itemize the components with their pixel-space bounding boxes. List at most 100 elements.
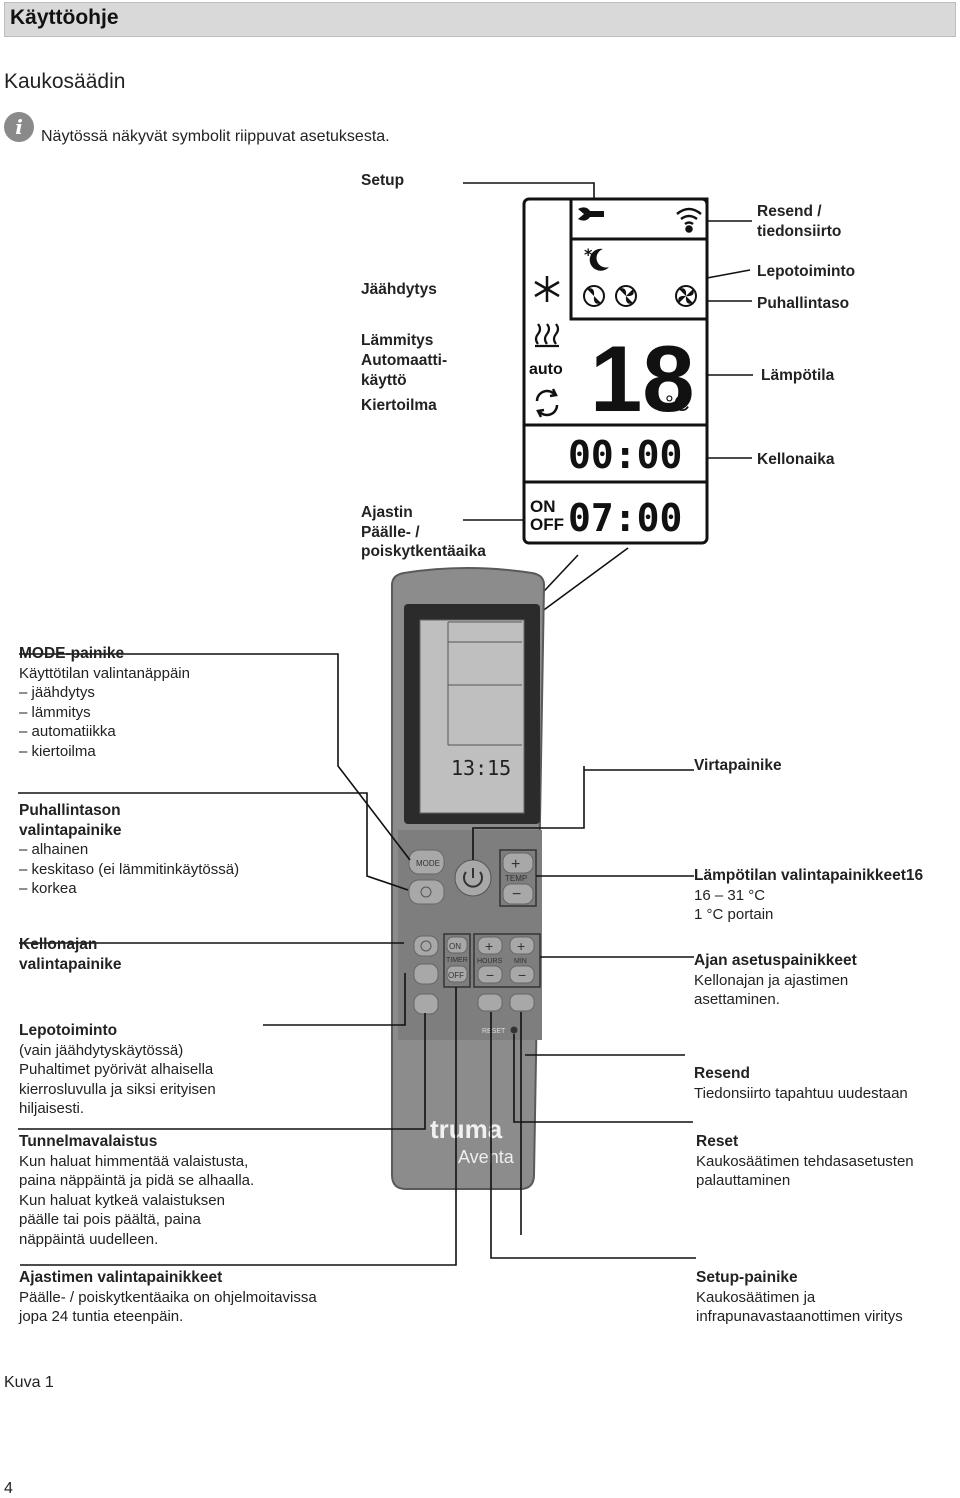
mode-button-label: MODE [416,859,440,868]
mode-desc: Käyttötilan valintanäppäin – jäähdytys –… [19,664,190,760]
light-desc: Kun haluat himmentää valaistusta, paina … [19,1152,255,1248]
page-number: 4 [4,1480,13,1497]
hours-up-button[interactable] [477,936,503,955]
reset-button[interactable] [510,1026,518,1034]
fan-button[interactable] [408,879,445,905]
section-title: Kaukosäädin [4,70,126,93]
resend-callout: Resend Tiedonsiirto tapahtuu uudestaan [694,1064,954,1103]
recirculation-icon [535,388,559,418]
remote-leader-lines [18,653,696,1266]
clock-button-title: Kellonajan valintapainike [19,936,122,973]
time-callout: Ajan asetuspainikkeet Kellonajan ja ajas… [694,951,954,1010]
svg-text:*: * [584,245,593,264]
timer-on-text: ON [530,497,556,516]
temp-desc: 16 – 31 °C 1 °C portain [694,886,774,924]
timer-desc: Päälle- / poiskytkentäaika on ohjelmoita… [19,1288,317,1326]
svg-text:−: − [512,886,521,903]
sleep-button[interactable] [413,963,439,985]
timer-off-text: OFF [530,515,564,534]
clock-icon [420,940,432,952]
reset-desc: Kaukosäätimen tehdasasetusten palauttami… [696,1152,914,1190]
temperature-unit: °C [665,391,690,416]
mode-callout: MODE-painike Käyttötilan valintanäppäin … [19,644,339,761]
setup-title: Setup-painike [696,1269,798,1286]
sleep-title: Lepotoiminto [19,1022,118,1039]
recirculation-label: Kiertoilma [361,397,437,414]
sleep-label: Lepotoiminto [757,263,856,280]
setup-desc: Kaukosäätimen ja infrapunavastaanottimen… [696,1288,903,1326]
wrench-icon [578,207,604,221]
model-name: Aventa [458,1147,515,1167]
timer-label-left: Ajastin Päälle- / poiskytkentäaika [361,504,486,560]
svg-text:−: − [518,967,526,983]
heat-icon [534,323,560,348]
timer-off-label: OFF [448,971,464,980]
timer-on-button[interactable] [446,936,468,954]
temp-label: TEMP [505,874,527,883]
svg-text:+: + [511,856,520,873]
resend-desc: Tiedonsiirto tapahtuu uudestaan [694,1084,908,1102]
time-title: Ajan asetuspainikkeet [694,952,857,969]
mode-title: MODE-painike [19,645,125,662]
temp-title: Lämpötilan valintapainikkeet16 [694,867,924,884]
remote-lcd-time: 13:15 [451,756,511,780]
page-title: Käyttöohje [10,6,119,29]
snowflake-icon [534,276,560,302]
clock-readout: 00:00 [568,433,682,477]
min-down-button[interactable] [509,965,535,984]
fan-icon [420,886,432,898]
remote-control: 13:15 MODE + TEMP − ON TIMER OFF [391,567,546,1190]
light-title: Tunnelmavalaistus [19,1133,158,1150]
min-label: MIN [514,958,527,965]
light-callout: Tunnelmavalaistus Kun haluat himmentää v… [19,1132,289,1249]
reset-label: RESET [482,1028,506,1035]
timer-readout: 07:00 [568,496,682,540]
timer-label: TIMER [446,957,468,964]
fan-desc: – alhainen – keskitaso (ei lämmitinkäytö… [19,841,240,897]
cooling-label: Jäähdytys [361,281,437,298]
time-desc: Kellonajan ja ajastimen asettaminen. [694,971,849,1009]
figure-caption: Kuva 1 [4,1374,54,1391]
header-bar [4,2,956,37]
svg-text:−: − [486,967,494,983]
auto-mode-label: Automaatti- käyttö [361,352,448,389]
timer-title: Ajastimen valintapainikkeet [19,1269,223,1286]
resend-label: Resend / tiedonsiirto [757,203,842,240]
clock-button[interactable] [413,935,439,957]
sleep-icon: * [584,245,609,271]
temperature-label: Lämpötila [761,367,835,384]
temperature-readout: 18 [590,326,695,431]
setup-button[interactable] [509,993,535,1012]
light-button[interactable] [413,993,439,1015]
heating-label: Lämmitys [361,332,434,349]
svg-text:+: + [485,938,493,954]
reset-title: Reset [696,1133,739,1150]
temp-up-button[interactable] [502,852,534,874]
wifi-icon [676,207,702,233]
fan-callout: Puhallintason valintapainike – alhainen … [19,801,359,899]
note-text: Näytössä näkyvät symbolit riippuvat aset… [41,128,390,145]
resend-button[interactable] [477,993,503,1012]
hours-down-button[interactable] [477,965,503,984]
sleep-callout: Lepotoiminto (vain jäähdytyskäytössä) Pu… [19,1021,269,1119]
fan-title: Puhallintason valintapainike [19,802,122,839]
mode-button[interactable] [408,849,445,875]
auto-mode-text: auto [529,361,563,378]
brand-logo: truma [430,1114,503,1144]
temp-callout: Lämpötilan valintapainikkeet16 16 – 31 °… [694,866,954,925]
power-title: Virtapainike [694,757,782,774]
info-icon: i [4,112,34,142]
clock-label: Kellonaika [757,451,835,468]
timer-on-label: ON [449,942,461,951]
hours-label: HOURS [477,958,503,965]
timer-off-button[interactable] [446,965,468,983]
setup-label: Setup [361,172,405,189]
display-diagram: * auto 18 °C 00:00 [522,197,709,545]
temp-down-button[interactable] [502,883,534,905]
sleep-desc: (vain jäähdytyskäytössä) Puhaltimet pyör… [19,1041,216,1118]
power-icon [463,871,483,888]
timer-callout: Ajastimen valintapainikkeet Päälle- / po… [19,1268,359,1327]
fan-speed-label: Puhallintaso [757,295,850,312]
min-up-button[interactable] [509,936,535,955]
